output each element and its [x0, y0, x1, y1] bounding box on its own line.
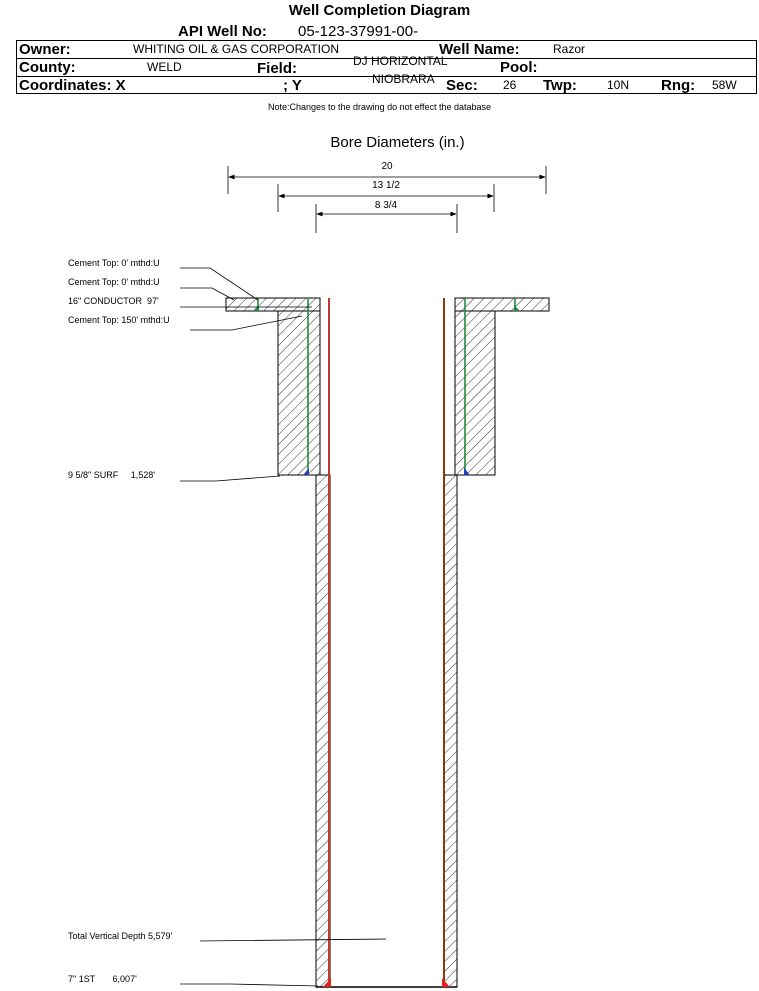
cement-top-3-label: Cement Top: 150' mthd:U: [68, 315, 170, 325]
bore-dimension-20-label: 20: [381, 161, 393, 172]
field-label: Field:: [257, 60, 297, 77]
coordinates-label: Coordinates: X: [19, 77, 126, 94]
rng-label: Rng:: [661, 77, 696, 94]
bore-dimension-8-3-4-label: 8 3/4: [375, 200, 398, 211]
conductor-casing-marks: [253, 298, 520, 311]
conductor-cement: [225, 297, 550, 312]
diagram-title: Well Completion Diagram: [288, 2, 471, 19]
tvd-label: Total Vertical Depth 5,579': [68, 931, 173, 941]
twp-value: 10N: [607, 78, 630, 92]
api-value: 05-123-37991-00-: [298, 23, 419, 40]
county-value: WELD: [147, 60, 182, 74]
header-row-owner: Owner: WHITING OIL & GAS CORPORATION Wel…: [16, 40, 757, 58]
twp-label: Twp:: [543, 77, 577, 94]
api-label: API Well No:: [178, 23, 267, 40]
cement-top-1-label: Cement Top: 0' mthd:U: [68, 258, 160, 268]
annotation-leaders: [180, 267, 387, 987]
sec-value: 26: [503, 78, 517, 92]
surface-casing-label: 9 5/8" SURF 1,528': [68, 470, 155, 480]
bore-dimension-8-3-4: 8 3/4: [315, 200, 458, 233]
production-cement: [315, 474, 458, 988]
conductor-label: 16" CONDUCTOR 97': [68, 296, 159, 306]
field-value-line2: NIOBRARA: [372, 72, 435, 86]
field-value-line1: DJ HORIZONTAL: [353, 54, 448, 68]
pool-label: Pool:: [500, 59, 538, 76]
bore-dimension-13-1-2-label: 13 1/2: [372, 180, 400, 191]
surface-casing-string: [303, 298, 470, 475]
well-name-label: Well Name:: [439, 41, 520, 58]
well-name-value: Razor: [553, 42, 586, 56]
header-row-coordinates: Coordinates: X ; Y NIOBRARA Sec: 26 Twp:…: [16, 72, 757, 94]
cement-top-2-label: Cement Top: 0' mthd:U: [68, 277, 160, 287]
surface-cement: [277, 310, 496, 476]
database-note: Note:Changes to the drawing do not effec…: [268, 102, 491, 112]
owner-value: WHITING OIL & GAS CORPORATION: [133, 42, 340, 56]
bore-dimension-13-1-2: 13 1/2: [277, 180, 495, 212]
rng-value: 58W: [712, 78, 737, 92]
coordinates-y-label: ; Y: [283, 77, 302, 94]
production-casing-label: 7" 1ST 6,007': [68, 974, 137, 984]
header-row-county: County: WELD Field: DJ HORIZONTAL Pool:: [16, 54, 757, 77]
sec-label: Sec:: [446, 77, 478, 94]
header-row-api: API Well No: 05-123-37991-00-: [16, 23, 757, 40]
bore-dimension-20: 20: [227, 161, 547, 194]
owner-label: Owner:: [19, 41, 71, 58]
production-casing-string: [323, 298, 450, 987]
county-label: County:: [19, 59, 76, 76]
bore-diameters-title: Bore Diameters (in.): [330, 134, 465, 151]
